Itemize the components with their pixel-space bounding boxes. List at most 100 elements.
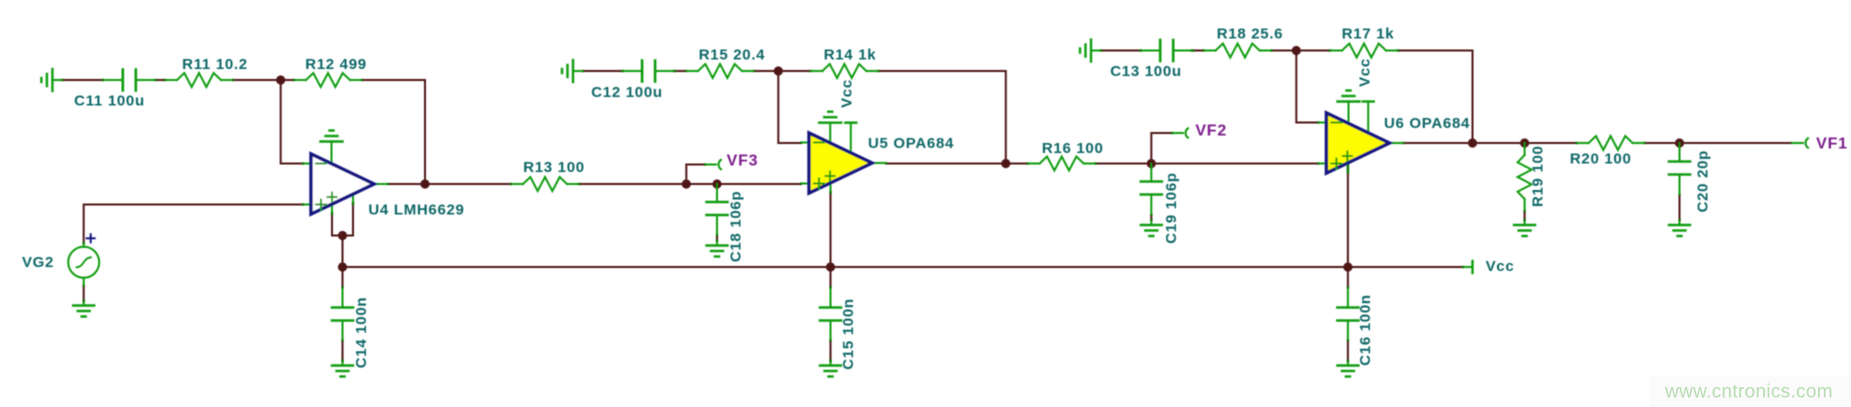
resistor-R18 bbox=[1202, 41, 1273, 60]
wire bbox=[82, 203, 304, 244]
net-label-VF1: VF1 bbox=[1816, 136, 1848, 153]
wire bbox=[777, 70, 802, 144]
gnd-c15-ground-icon bbox=[818, 359, 843, 378]
resistor-R20 bbox=[1575, 133, 1646, 153]
gnd-c16-ground-icon bbox=[1336, 359, 1360, 378]
opamp-label-U5: U5 OPA684 bbox=[868, 135, 954, 152]
junction-dot bbox=[276, 75, 286, 85]
capacitor-C15 bbox=[818, 286, 843, 342]
wire bbox=[1150, 132, 1173, 165]
capacitor-C16 bbox=[1336, 286, 1360, 342]
resistor-label-R12: R12 499 bbox=[305, 56, 367, 73]
net-pin-VF3 bbox=[704, 158, 723, 171]
capacitor-label-C14: C14 100n bbox=[353, 297, 370, 368]
opamp-label-U6: U6 OPA684 bbox=[1384, 115, 1470, 132]
watermark-band bbox=[1650, 376, 1851, 407]
junction-dot bbox=[773, 66, 783, 76]
junction-dot bbox=[1001, 158, 1011, 169]
input-3-terminal-icon bbox=[1078, 38, 1102, 63]
resistor-body bbox=[1515, 153, 1534, 201]
net-pin-arc-icon bbox=[1184, 126, 1190, 140]
wire bbox=[877, 70, 1007, 165]
opamp-body-U5 bbox=[807, 130, 876, 196]
net-pin-arc-icon bbox=[1804, 136, 1810, 150]
capacitor-C13 bbox=[1139, 38, 1195, 63]
resistor-body bbox=[696, 61, 744, 81]
resistor-label-R16: R16 100 bbox=[1042, 140, 1104, 157]
resistor-R16 bbox=[1026, 154, 1097, 173]
input-1-terminal-icon bbox=[40, 67, 64, 93]
junction-dot bbox=[825, 262, 836, 272]
wire bbox=[1295, 49, 1320, 124]
watermark-band-layer bbox=[1650, 376, 1851, 407]
resistor-body bbox=[1214, 41, 1262, 60]
watermark: www.cntronics.com bbox=[1664, 382, 1833, 403]
wire bbox=[279, 79, 304, 165]
capacitor-C11 bbox=[101, 68, 157, 92]
gnd-c18-ground-icon bbox=[705, 239, 729, 258]
capacitor-label-C18: C18 106p bbox=[728, 191, 745, 262]
resistor-body bbox=[1587, 133, 1635, 153]
resistor-label-R13: R13 100 bbox=[523, 159, 585, 176]
net-pin-VF2 bbox=[1171, 126, 1190, 140]
opamp-U6 bbox=[1317, 89, 1405, 176]
resistor-R14 bbox=[809, 61, 880, 81]
resistor-R17 bbox=[1329, 41, 1399, 60]
capacitor-label-C12: C12 100u bbox=[591, 84, 662, 101]
gnd-vg2-ground-icon bbox=[71, 299, 96, 318]
capacitor-C19 bbox=[1139, 162, 1164, 216]
vcc-jumper-label: Vcc bbox=[839, 79, 856, 108]
source-circle bbox=[67, 245, 101, 279]
junction-dot bbox=[681, 179, 691, 189]
resistor-body bbox=[1038, 154, 1086, 173]
junction-dot bbox=[1467, 138, 1478, 148]
resistor-label-R17: R17 1k bbox=[1342, 26, 1395, 43]
opamp-body-U4 bbox=[309, 151, 378, 217]
wire bbox=[685, 163, 706, 185]
capacitor-C14 bbox=[330, 286, 355, 342]
opamp-U5 bbox=[800, 110, 887, 196]
resistor-label-R11: R11 10.2 bbox=[182, 56, 248, 73]
net-label-VF2: VF2 bbox=[1195, 123, 1227, 140]
source-VG2 bbox=[67, 233, 101, 287]
junction-dot bbox=[1291, 45, 1301, 56]
opamp-U4 bbox=[302, 129, 389, 217]
vcc-jumper-label: Vcc bbox=[1357, 58, 1374, 87]
capacitor-C20 bbox=[1667, 142, 1692, 196]
capacitor-label-C11: C11 100u bbox=[74, 93, 145, 110]
resistor-label-R18: R18 25.6 bbox=[1217, 26, 1283, 43]
opamp-body-U6 bbox=[1324, 110, 1394, 176]
rail-label-vcc: Vcc bbox=[1486, 258, 1515, 275]
resistor-body bbox=[521, 174, 569, 194]
capacitor-C12 bbox=[621, 59, 677, 83]
junction-dot bbox=[420, 179, 430, 189]
input-2-terminal-icon bbox=[560, 58, 584, 84]
gnd-c19-ground-icon bbox=[1139, 219, 1164, 238]
opamp-label-U4: U4 LMH6629 bbox=[368, 202, 464, 219]
resistor-body bbox=[304, 70, 352, 90]
capacitor-C18 bbox=[705, 183, 729, 236]
resistor-R15 bbox=[685, 61, 755, 81]
net-pin-arc-icon bbox=[717, 158, 723, 171]
resistor-body bbox=[1340, 41, 1388, 60]
source-waveform-icon bbox=[75, 256, 92, 269]
gnd-c14-ground-icon bbox=[330, 359, 355, 378]
rail-terminal-vcc bbox=[1462, 259, 1474, 275]
capacitor-label-C15: C15 100n bbox=[840, 298, 857, 369]
capacitor-label-C19: C19 106p bbox=[1163, 172, 1180, 243]
resistor-label-R15: R15 20.4 bbox=[699, 47, 765, 64]
resistor-R12 bbox=[293, 70, 363, 90]
junction-dot bbox=[337, 262, 348, 272]
component-layer bbox=[40, 38, 1810, 378]
resistor-R19 bbox=[1515, 142, 1534, 212]
resistor-body bbox=[175, 70, 223, 90]
gnd-r19-ground-icon bbox=[1512, 219, 1537, 238]
wire-layer bbox=[61, 45, 1792, 362]
gnd-c20-ground-icon bbox=[1667, 219, 1692, 238]
wire bbox=[1397, 49, 1474, 144]
capacitor-label-C16: C16 100n bbox=[1357, 294, 1374, 365]
junction-dot bbox=[1343, 262, 1353, 272]
